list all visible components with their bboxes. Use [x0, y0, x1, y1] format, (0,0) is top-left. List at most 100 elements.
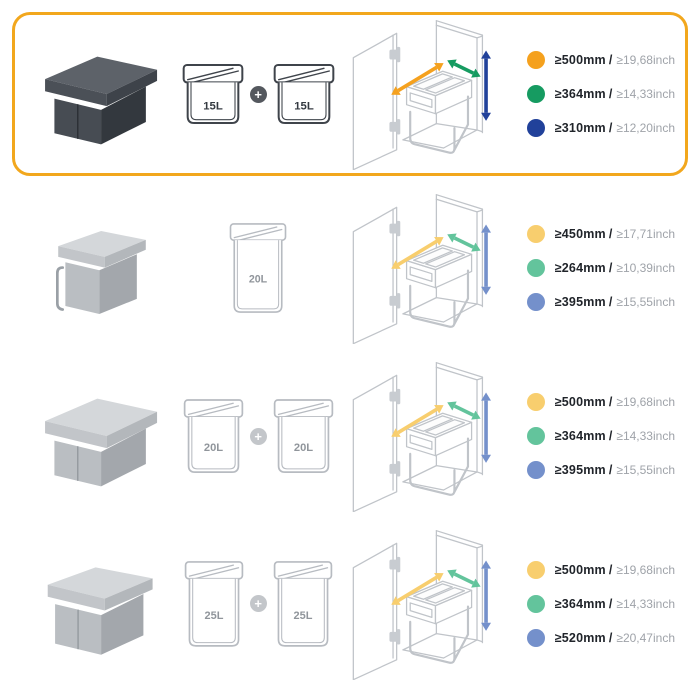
bucket-capacity-label: 25L — [204, 610, 223, 622]
bin-product-photo — [45, 398, 158, 487]
pull-out-bin — [405, 412, 473, 457]
bucket-outline-icon: 15L — [182, 64, 243, 124]
dimension-inch-value: ≥20,47inch — [616, 631, 675, 645]
height-arrow — [481, 392, 491, 464]
dimension-mm-value: ≥364mm — [554, 87, 606, 101]
product-row-gray-2x20L[interactable]: 20L + 20L — [12, 360, 688, 512]
dimension-inch-value: ≥15,55inch — [616, 463, 675, 477]
bucket-diagram: 25L — [272, 560, 334, 648]
bucket-outline-icon: 25L — [184, 561, 243, 647]
dimension-separator: / — [608, 597, 613, 611]
product-rows: 15L + 15L — [0, 12, 700, 680]
dimension-color-dot — [526, 595, 545, 613]
dimension-inch-value: ≥17,71inch — [616, 227, 675, 241]
bin-product-photo — [56, 231, 146, 315]
width-arrow — [447, 59, 481, 78]
bucket-diagrams: 20L — [179, 222, 337, 314]
dimension-legend: ≥500mm/≥19,68inch≥364mm/≥14,33inch≥520mm… — [515, 553, 675, 655]
hinge-icon — [389, 389, 401, 477]
dimension-color-dot — [526, 259, 545, 277]
bucket-outline-icon: 20L — [229, 223, 287, 313]
plus-icon: + — [249, 595, 267, 613]
cabinet-installation-diagram — [352, 20, 491, 170]
dimension-inch-value: ≥19,68inch — [616, 563, 675, 577]
height-arrow — [481, 50, 491, 122]
dimension-spec-height: ≥395mm/≥15,55inch — [526, 461, 675, 479]
dimension-mm-value: ≥500mm — [554, 53, 606, 67]
dimension-inch-value: ≥15,55inch — [616, 295, 675, 309]
bucket-diagram: 15L — [181, 63, 245, 125]
cabinet-diagram — [337, 192, 515, 344]
bucket-diagram: 20L — [182, 398, 245, 474]
dimension-legend: ≥450mm/≥17,71inch ≥264mm/≥10,39inch ≥395mm… — [515, 217, 675, 319]
bucket-diagram: 25L — [183, 560, 245, 648]
dimension-inch-value: ≥14,33inch — [616, 87, 675, 101]
bucket-capacity-label: 20L — [204, 442, 223, 454]
bin-product-photo — [45, 56, 158, 145]
dimension-color-dot — [526, 393, 545, 411]
dimension-color-dot — [526, 225, 545, 243]
bucket-capacity-label: 20L — [294, 442, 313, 454]
bucket-diagram: 15L — [272, 63, 336, 125]
dimension-inch-value: ≥10,39inch — [616, 261, 675, 275]
cabinet-diagram — [337, 528, 515, 680]
dimension-separator: / — [608, 87, 613, 101]
plus-icon: + — [249, 427, 267, 445]
product-photo — [25, 214, 179, 321]
dimension-color-dot — [526, 85, 545, 103]
product-photo — [25, 548, 179, 660]
bucket-outline-icon: 25L — [273, 561, 332, 647]
cabinet-door — [352, 206, 398, 344]
dimension-mm-value: ≥520mm — [554, 631, 606, 645]
height-arrow — [481, 224, 491, 296]
hinge-icon — [389, 47, 401, 135]
dimension-legend: ≥500mm/≥19,68inch≥364mm/≥14,33inch≥395mm… — [515, 385, 675, 487]
width-arrow — [447, 233, 481, 252]
hinge-icon — [389, 221, 401, 309]
bucket-outline-icon: 20L — [273, 399, 333, 473]
depth-arrow — [391, 573, 444, 606]
dimension-spec-width: ≥264mm/≥10,39inch — [526, 259, 675, 277]
product-photo — [25, 380, 179, 492]
dimension-color-dot — [526, 51, 545, 69]
product-row-anthracite-2x15L[interactable]: 15L + 15L — [12, 12, 688, 176]
product-photo — [25, 38, 179, 150]
bucket-outline-icon: 20L — [183, 399, 243, 473]
bucket-capacity-label: 15L — [203, 101, 223, 113]
cabinet-installation-diagram — [352, 362, 491, 512]
depth-arrow — [391, 63, 444, 95]
bucket-capacity-label: 15L — [294, 101, 314, 113]
dimension-inch-value: ≥12,20inch — [616, 121, 675, 135]
pull-out-bin — [405, 580, 473, 625]
cabinet-diagram — [337, 18, 515, 170]
bin-frame-legs — [409, 605, 470, 664]
dimension-inch-value: ≥19,68inch — [616, 395, 675, 409]
dimension-color-dot — [526, 293, 545, 311]
dimension-separator: / — [608, 395, 613, 409]
dimension-mm-value: ≥364mm — [554, 597, 606, 611]
dimension-separator: / — [608, 463, 613, 477]
dimension-spec-depth: ≥450mm/≥17,71inch — [526, 225, 675, 243]
bucket-diagram: 20L — [272, 398, 335, 474]
product-row-gray-1x20L[interactable]: 20L — [12, 192, 688, 344]
bucket-diagrams: 15L + 15L — [179, 63, 337, 125]
plus-icon: + — [249, 85, 267, 103]
dimension-mm-value: ≥395mm — [554, 295, 606, 309]
dimension-separator: / — [608, 631, 613, 645]
dimension-mm-value: ≥500mm — [554, 563, 606, 577]
depth-arrow — [391, 405, 444, 438]
bucket-diagrams: 20L + 20L — [179, 398, 337, 474]
cabinet-diagram — [337, 360, 515, 512]
dimension-color-dot — [526, 119, 545, 137]
dimension-mm-value: ≥310mm — [554, 121, 606, 135]
cabinet-installation-diagram — [352, 530, 491, 680]
dimension-color-dot — [526, 629, 545, 647]
height-arrow — [481, 560, 491, 632]
bin-frame-legs — [409, 95, 470, 154]
width-arrow — [447, 569, 481, 588]
dimension-mm-value: ≥500mm — [554, 395, 606, 409]
dimension-separator: / — [608, 261, 613, 275]
dimension-spec-height: ≥310mm/≥12,20inch — [526, 119, 675, 137]
dimension-spec-height: ≥520mm/≥20,47inch — [526, 629, 675, 647]
product-row-gray-2x25L[interactable]: 25L + 25L — [12, 528, 688, 680]
